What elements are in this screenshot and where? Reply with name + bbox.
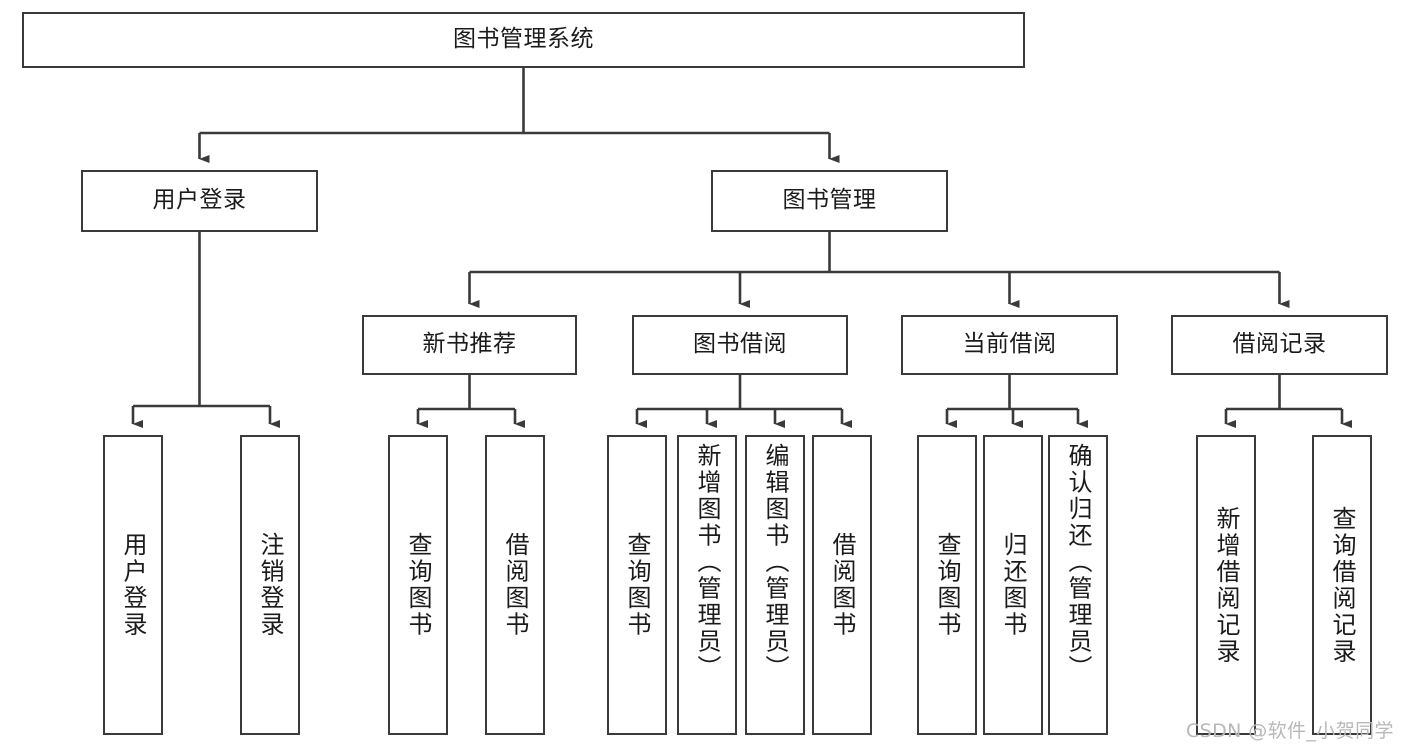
node-label: 新增借阅记录 bbox=[1212, 505, 1240, 665]
node-label: 图书借阅 bbox=[693, 331, 787, 358]
node-label: 图书管理系统 bbox=[453, 26, 594, 53]
node-leaf-add-book[interactable]: 新增图书（管理员） bbox=[677, 435, 737, 735]
node-leaf-query-record[interactable]: 查询借阅记录 bbox=[1312, 435, 1372, 735]
node-leaf-edit-book[interactable]: 编辑图书（管理员） bbox=[745, 435, 805, 735]
node-current-borrow[interactable]: 当前借阅 bbox=[901, 315, 1118, 375]
node-label: 图书管理 bbox=[782, 187, 877, 214]
node-label: 注销登录 bbox=[256, 532, 284, 638]
node-leaf-query-book-borrow[interactable]: 查询图书 bbox=[607, 435, 667, 735]
node-root[interactable]: 图书管理系统 bbox=[22, 12, 1025, 68]
node-leaf-borrow-book-rec[interactable]: 借阅图书 bbox=[485, 435, 545, 735]
node-leaf-query-book-current[interactable]: 查询图书 bbox=[917, 435, 977, 735]
node-book-borrow[interactable]: 图书借阅 bbox=[632, 315, 848, 375]
node-label: 确认归还（管理员） bbox=[1064, 443, 1092, 682]
node-label: 查询借阅记录 bbox=[1328, 505, 1356, 665]
node-label: 借阅记录 bbox=[1232, 331, 1327, 358]
node-label: 查询图书 bbox=[933, 532, 961, 638]
node-user-login[interactable]: 用户登录 bbox=[81, 170, 318, 232]
node-book-manage[interactable]: 图书管理 bbox=[711, 170, 948, 232]
node-leaf-confirm-return[interactable]: 确认归还（管理员） bbox=[1048, 435, 1108, 735]
node-label: 编辑图书（管理员） bbox=[761, 443, 789, 682]
watermark-csdn: CSDN @软件_小贺同学 bbox=[1186, 720, 1394, 742]
node-label: 用户登录 bbox=[119, 532, 147, 638]
node-borrow-record[interactable]: 借阅记录 bbox=[1171, 315, 1388, 375]
node-label: 当前借阅 bbox=[962, 331, 1057, 358]
node-label: 查询图书 bbox=[623, 532, 651, 638]
node-leaf-logout[interactable]: 注销登录 bbox=[240, 435, 300, 735]
node-label: 查询图书 bbox=[404, 532, 432, 638]
node-label: 归还图书 bbox=[999, 532, 1027, 638]
node-leaf-query-book-rec[interactable]: 查询图书 bbox=[388, 435, 448, 735]
node-label: 新书推荐 bbox=[422, 331, 517, 358]
node-label: 借阅图书 bbox=[828, 532, 856, 638]
node-leaf-borrow-book[interactable]: 借阅图书 bbox=[812, 435, 872, 735]
node-label: 用户登录 bbox=[152, 187, 247, 214]
node-leaf-user-login[interactable]: 用户登录 bbox=[103, 435, 163, 735]
node-leaf-add-record[interactable]: 新增借阅记录 bbox=[1196, 435, 1256, 735]
node-new-book-recommend[interactable]: 新书推荐 bbox=[362, 315, 577, 375]
node-leaf-return-book[interactable]: 归还图书 bbox=[983, 435, 1043, 735]
node-label: 借阅图书 bbox=[501, 532, 529, 638]
node-label: 新增图书（管理员） bbox=[693, 443, 721, 682]
